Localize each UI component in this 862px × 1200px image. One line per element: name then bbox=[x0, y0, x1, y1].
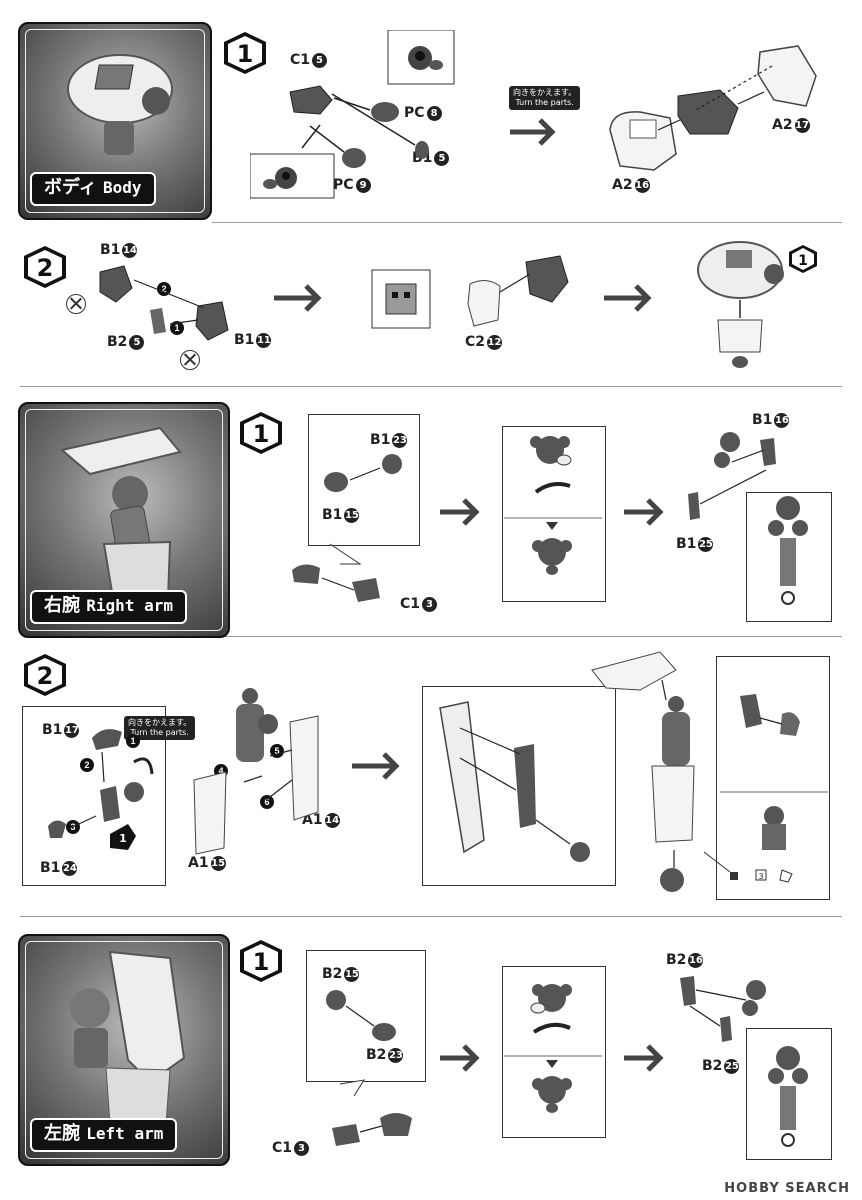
divider bbox=[20, 386, 842, 387]
callout-box bbox=[306, 950, 426, 1082]
sequence-marker: 6 bbox=[260, 795, 274, 809]
svg-text:2: 2 bbox=[37, 662, 54, 690]
reference-step-1-icon: 1 bbox=[789, 245, 817, 273]
svg-text:1: 1 bbox=[119, 832, 127, 845]
body-step2-diagram bbox=[99, 241, 784, 368]
left-arm-step1-diagram bbox=[326, 976, 808, 1147]
body-photo: ボディ Body bbox=[18, 22, 212, 220]
step-2-badge: 2 bbox=[24, 654, 66, 696]
svg-text:1: 1 bbox=[253, 948, 270, 976]
sequence-marker: 1 bbox=[170, 321, 184, 335]
left-arm-illustration bbox=[70, 950, 186, 1125]
svg-text:3: 3 bbox=[758, 872, 763, 881]
right-arm-photo: 右腕 Right arm bbox=[18, 402, 230, 638]
sequence-marker: 1 bbox=[126, 734, 140, 748]
detail-box bbox=[716, 656, 830, 900]
step-1-badge: 1 bbox=[224, 32, 266, 74]
svg-text:1: 1 bbox=[798, 253, 808, 269]
body-part-illustration bbox=[67, 54, 173, 155]
divider bbox=[20, 916, 842, 917]
right-arm-illustration bbox=[59, 426, 182, 606]
step-2-badge: 2 bbox=[24, 246, 66, 288]
step-1-badge: 1 bbox=[240, 412, 282, 454]
section-tag-right-arm: 右腕 Right arm bbox=[30, 590, 187, 624]
right-arm-step2-diagram: 1 3 bbox=[48, 651, 828, 892]
section-tag-left-arm: 左腕 Left arm bbox=[30, 1118, 178, 1152]
divider bbox=[212, 222, 842, 223]
right-arm-step1-diagram bbox=[292, 432, 808, 605]
svg-text:1: 1 bbox=[237, 40, 254, 68]
nipper-icon bbox=[66, 294, 86, 314]
body-step1-diagram bbox=[250, 30, 817, 199]
divider bbox=[212, 636, 842, 637]
nipper-icon bbox=[180, 350, 200, 370]
watermark: HOBBY SEARCH bbox=[724, 1181, 850, 1196]
left-arm-photo: 左腕 Left arm bbox=[18, 934, 230, 1166]
svg-text:2: 2 bbox=[37, 254, 54, 282]
turn-note: 向きをかえます。Turn the parts. bbox=[509, 86, 581, 110]
step-1-badge: 1 bbox=[240, 940, 282, 982]
sequence-marker: 2 bbox=[157, 282, 171, 296]
svg-text:1: 1 bbox=[253, 420, 270, 448]
section-tag-body: ボディ Body bbox=[30, 172, 156, 206]
sequence-marker: 2 bbox=[80, 758, 94, 772]
